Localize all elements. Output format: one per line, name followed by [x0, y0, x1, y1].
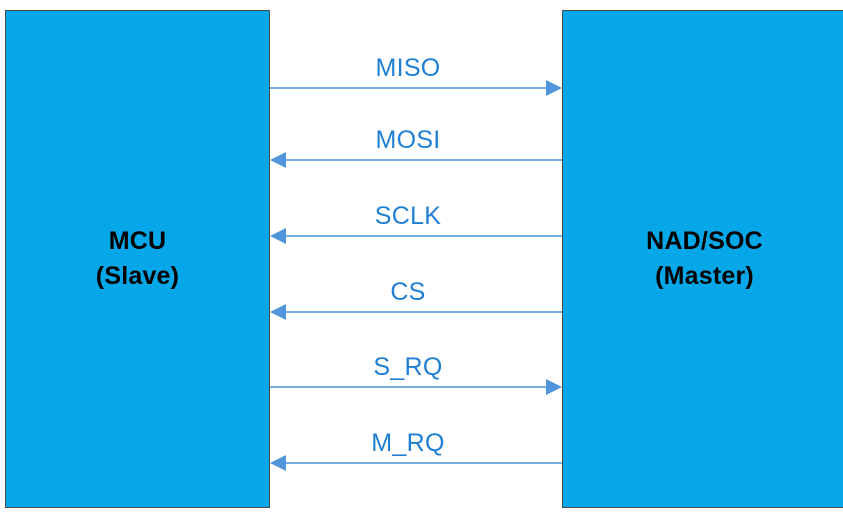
arrow-shaft: [270, 386, 549, 388]
node-nad-role: (Master): [655, 262, 754, 290]
arrowhead-left-icon: [270, 228, 286, 244]
node-mcu[interactable]: MCU (Slave): [5, 10, 270, 508]
node-nad-title: NAD/SOC: [646, 226, 763, 255]
signal-mosi-label: MOSI: [375, 125, 441, 154]
arrowhead-left-icon: [270, 152, 286, 168]
arrow-shaft: [283, 159, 562, 161]
signal-sclk-label: SCLK: [374, 201, 442, 230]
node-mcu-title: MCU: [108, 226, 167, 255]
arrowhead-right-icon: [546, 80, 562, 96]
arrow-shaft: [270, 87, 549, 89]
node-nad[interactable]: NAD/SOC (Master): [562, 10, 843, 508]
node-mcu-role: (Slave): [95, 262, 180, 290]
arrowhead-left-icon: [270, 455, 286, 471]
arrow-shaft: [283, 311, 562, 313]
arrow-shaft: [283, 462, 562, 464]
arrowhead-right-icon: [546, 379, 562, 395]
signal-s-rq-label: S_RQ: [373, 352, 443, 381]
signal-m-rq-label: M_RQ: [371, 428, 445, 457]
arrowhead-left-icon: [270, 304, 286, 320]
signal-miso-label: MISO: [375, 53, 441, 82]
arrow-shaft: [283, 235, 562, 237]
signal-cs-label: CS: [390, 277, 426, 306]
